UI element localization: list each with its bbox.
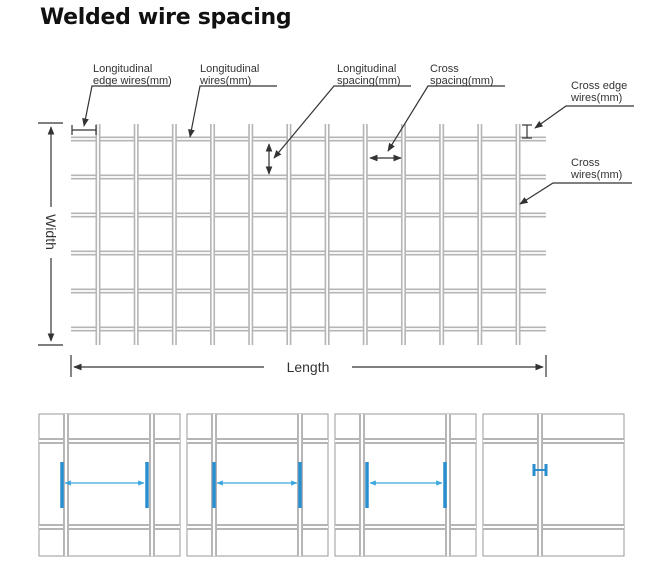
detail-panels [38, 413, 625, 557]
detail-panel-1 [38, 413, 181, 557]
detail-panel-2 [186, 413, 329, 557]
detail-panel-4 [482, 413, 625, 557]
width-label: Width [43, 214, 59, 250]
detail-panel-3 [334, 413, 477, 557]
panel-border [482, 413, 625, 557]
leader-longitudinal-wires [188, 85, 277, 138]
leader-cross-wires [519, 182, 632, 205]
panel-border [38, 413, 181, 557]
length-label: Length [287, 359, 330, 375]
mesh-grid [71, 124, 546, 345]
wire-diameter-marker [532, 464, 548, 476]
panel-border [186, 413, 329, 557]
leader-longitudinal-spacing [273, 85, 411, 159]
leader-longitudinal-edge-wires [82, 85, 170, 127]
panel-border [334, 413, 477, 557]
leader-cross-edge-wires [534, 105, 634, 129]
page-title: Welded wire spacing [40, 5, 292, 30]
leader-cross-spacing [387, 85, 505, 152]
